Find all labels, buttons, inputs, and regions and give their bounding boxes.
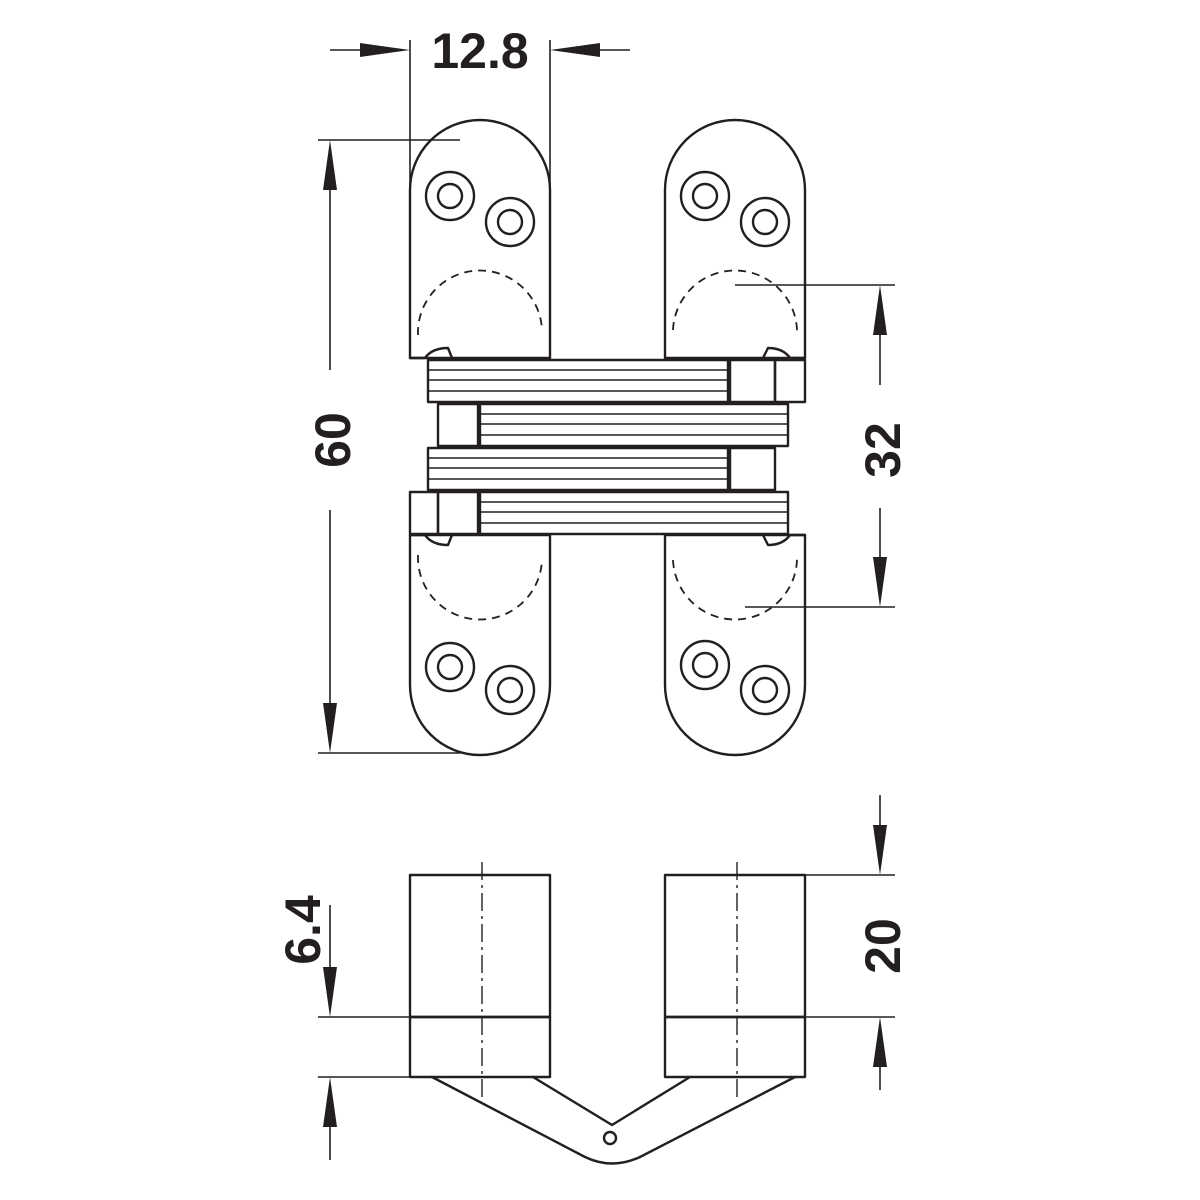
hinge-side-view (408, 862, 807, 1165)
dimension-height-overall: 60 (305, 139, 460, 754)
screw-hole (424, 641, 476, 693)
bottom-left-leaf (408, 533, 552, 757)
dimension-body-depth: 20 (805, 795, 911, 1090)
right-body (663, 873, 807, 1019)
dimension-label-width-top: 12.8 (431, 23, 528, 79)
folding-arm (430, 1075, 797, 1165)
screw-hole (739, 196, 791, 248)
screw-hole (679, 639, 731, 691)
dimension-label-body-depth: 20 (855, 918, 911, 974)
screw-hole (484, 196, 536, 248)
dimension-offset: 6.4 (275, 895, 410, 1160)
hinge-front-view (408, 118, 807, 757)
bottom-right-leaf (663, 533, 807, 757)
screw-hole (484, 664, 536, 716)
screw-hole (679, 170, 731, 222)
pivot-pin (602, 1130, 618, 1146)
dimension-label-screw-spacing: 32 (855, 422, 911, 478)
dimension-label-height-overall: 60 (305, 412, 361, 468)
left-body (408, 873, 552, 1019)
screw-hole (424, 170, 476, 222)
top-left-leaf (408, 118, 552, 360)
dimension-screw-spacing: 32 (735, 284, 911, 608)
top-right-leaf (663, 118, 807, 360)
dimension-label-offset: 6.4 (275, 895, 331, 965)
dimension-width-top: 12.8 (330, 23, 630, 190)
hinge-link-mechanism (408, 358, 807, 536)
screw-hole (739, 664, 791, 716)
